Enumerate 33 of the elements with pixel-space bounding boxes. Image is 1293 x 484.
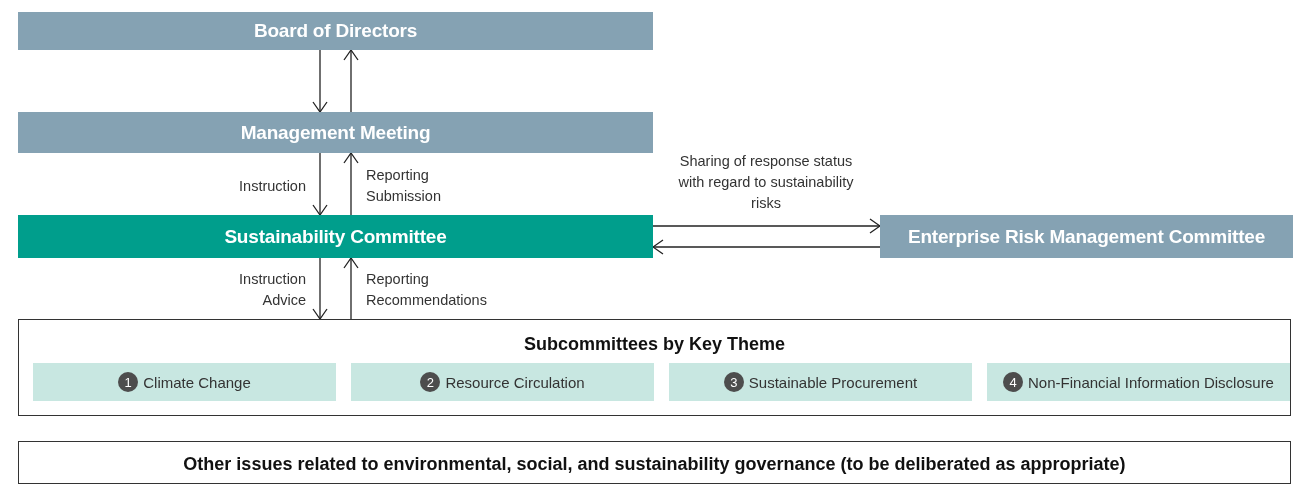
- number-badge: 2: [420, 372, 441, 392]
- group-frame: [18, 441, 1291, 484]
- committee-box: Enterprise Risk Management Committee: [880, 215, 1293, 258]
- arrow: [343, 152, 359, 216]
- frame-heading: Subcommittees by Key Theme: [523, 334, 786, 355]
- number-badge: 1: [118, 372, 139, 392]
- theme-box: [987, 363, 1290, 401]
- edge-label: Reporting Submission: [366, 166, 442, 206]
- arrow: [652, 218, 881, 234]
- number-badge: 3: [723, 372, 744, 392]
- theme-label: Non-Financial Information Disclosure: [1028, 373, 1274, 391]
- arrow: [652, 239, 881, 255]
- theme-box: [33, 363, 336, 401]
- arrow: [312, 152, 328, 216]
- theme-label: Sustainable Procurement: [748, 373, 918, 391]
- arrow: [312, 49, 328, 113]
- theme-label: Climate Change: [143, 373, 251, 391]
- committee-box: Board of Directors: [18, 12, 653, 50]
- committee-box: Sustainability Committee: [18, 215, 653, 258]
- theme-box: [669, 363, 972, 401]
- edge-label: Reporting Recommendations: [366, 270, 488, 310]
- committee-box: Management Meeting: [18, 112, 653, 153]
- theme-label: Resource Circulation: [445, 373, 585, 391]
- frame-heading: Other issues related to environmental, social, and sustainability governance (to be deliberated as appropriate): [183, 454, 1126, 475]
- edge-label: Instruction Advice: [238, 270, 306, 310]
- edge-label: Instruction: [238, 177, 306, 196]
- group-frame: [18, 319, 1291, 416]
- theme-box: [351, 363, 654, 401]
- arrow: [343, 257, 359, 320]
- arrow: [312, 257, 328, 320]
- number-badge: 4: [1003, 372, 1024, 392]
- arrow: [343, 49, 359, 113]
- edge-label: Sharing of response status with regard to sustainability risks: [677, 152, 855, 213]
